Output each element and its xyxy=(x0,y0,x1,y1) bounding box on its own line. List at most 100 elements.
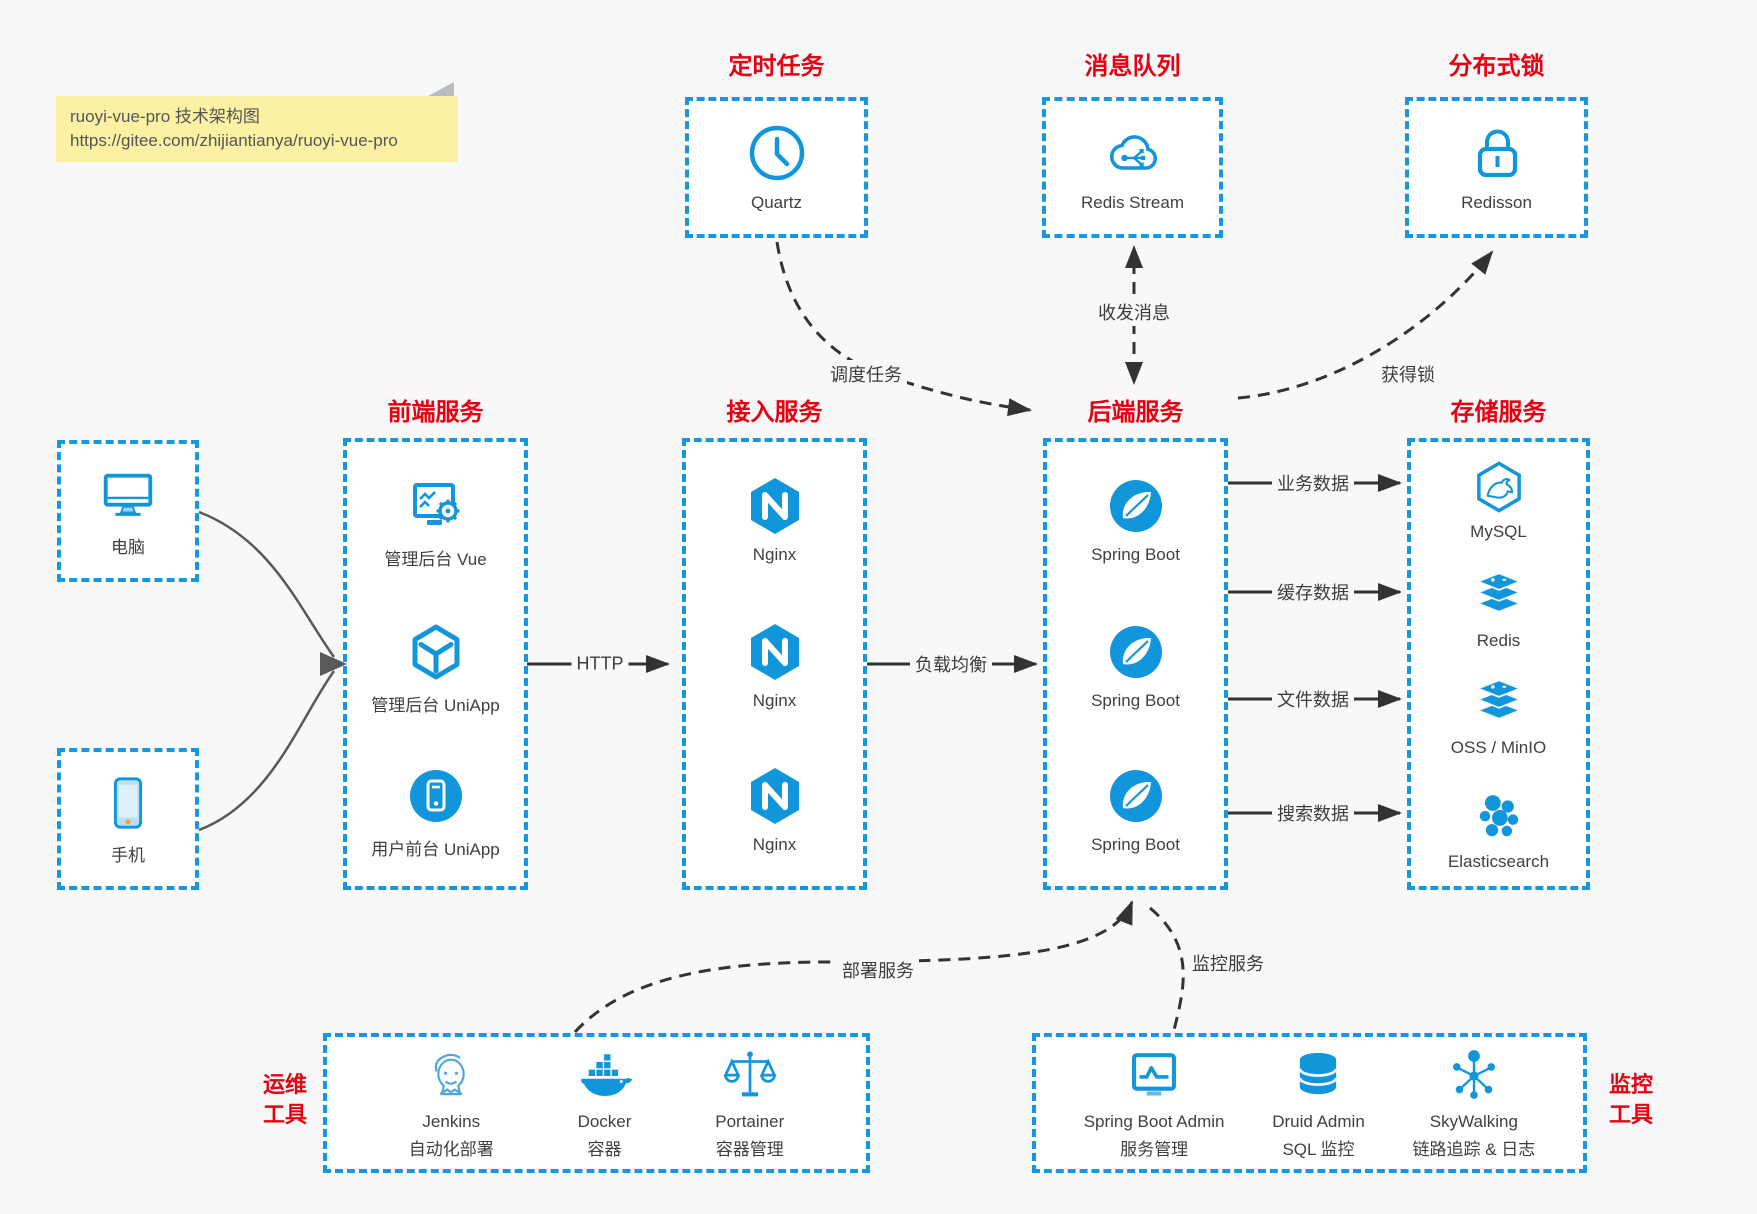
tool-item-label: Portainer xyxy=(715,1111,785,1131)
sticky-note: ruoyi-vue-pro 技术架构图 https://gitee.com/zh… xyxy=(56,82,458,162)
redis-stream-label: Redis Stream xyxy=(1081,193,1184,212)
frontend-item-user-uniapp: 用户前台 UniApp xyxy=(347,764,524,860)
tool-item-skywalking: SkyWalking 链路追踪 & 日志 xyxy=(1412,1047,1535,1160)
access-item-label: Nginx xyxy=(752,545,797,564)
docker-icon xyxy=(576,1047,634,1105)
edge-label-deploy-service: 部署服务 xyxy=(837,956,919,984)
group-title-message-queue: 消息队列 xyxy=(1084,53,1181,80)
elasticsearch-icon xyxy=(1471,789,1527,845)
storage-item-redis: Redis xyxy=(1411,568,1586,651)
phone-icon xyxy=(97,772,159,834)
oss-minio-icon xyxy=(1471,675,1527,731)
tool-item-sublabel: 容器管理 xyxy=(715,1139,784,1159)
tool-item-label: Jenkins xyxy=(422,1111,481,1131)
edge-label-file-data: 文件数据 xyxy=(1272,685,1354,713)
group-title-backend: 后端服务 xyxy=(1087,399,1184,426)
computer-label: 电脑 xyxy=(111,538,145,557)
access-item-nginx-2: Nginx xyxy=(686,620,863,711)
tool-item-sublabel: 容器 xyxy=(587,1139,622,1159)
desktop-icon xyxy=(97,464,159,526)
storage-item-oss-minio: OSS / MinIO xyxy=(1411,675,1586,758)
tool-item-label: SkyWalking xyxy=(1429,1111,1518,1131)
user-app-icon xyxy=(404,764,468,828)
tool-item-druid-admin: Druid Admin SQL 监控 xyxy=(1272,1047,1365,1160)
nginx-icon xyxy=(743,764,807,828)
edge-label-business-data: 业务数据 xyxy=(1272,469,1354,497)
uniapp-cube-icon xyxy=(404,620,468,684)
tool-item-sublabel: 链路追踪 & 日志 xyxy=(1412,1139,1536,1159)
frontend-item-label: 管理后台 Vue xyxy=(384,550,487,569)
note-fold-corner xyxy=(428,82,454,96)
tool-item-spring-boot-admin: Spring Boot Admin 服务管理 xyxy=(1084,1047,1225,1160)
cloud-stream-icon xyxy=(1101,122,1165,186)
storage-item-elasticsearch: Elasticsearch xyxy=(1411,789,1586,872)
note-url: https://gitee.com/zhijiantianya/ruoyi-vu… xyxy=(70,131,398,150)
group-title-access: 接入服务 xyxy=(726,399,823,426)
tool-item-label: Docker xyxy=(577,1111,632,1131)
redisson-label: Redisson xyxy=(1461,193,1532,212)
group-title-monitor-tools: 监控 工具 xyxy=(1598,1070,1664,1130)
edge-label-http: HTTP xyxy=(571,652,629,676)
access-item-nginx-1: Nginx xyxy=(686,474,863,565)
group-title-ops-tools: 运维 工具 xyxy=(252,1070,318,1130)
edge-message-arrowhead-up xyxy=(1125,245,1143,268)
tool-item-sublabel: 服务管理 xyxy=(1120,1139,1189,1159)
admin-vue-icon xyxy=(404,474,468,538)
quartz-label: Quartz xyxy=(750,193,803,212)
tool-item-label: Druid Admin xyxy=(1272,1111,1365,1131)
skywalking-icon xyxy=(1445,1047,1503,1105)
redis-stream-box: Redis Stream xyxy=(1042,97,1223,238)
backend-item-spring-boot-3: Spring Boot xyxy=(1047,764,1224,855)
ops-title-line1: 运维 xyxy=(262,1072,307,1097)
ops-title-line2: 工具 xyxy=(262,1102,307,1127)
spring-boot-icon xyxy=(1104,764,1168,828)
clock-icon xyxy=(745,122,809,186)
group-title-frontend: 前端服务 xyxy=(387,399,484,426)
phone-label: 手机 xyxy=(111,846,145,865)
monitor-tools-box: Spring Boot Admin 服务管理 Druid Admin SQL 监… xyxy=(1032,1033,1587,1173)
edge-monitor-service xyxy=(1149,906,1185,1031)
backend-services-box: Spring Boot Spring Boot Spring Boot xyxy=(1043,438,1228,890)
frontend-item-admin-vue: 管理后台 Vue xyxy=(347,474,524,570)
frontend-services-box: 管理后台 Vue 管理后台 UniApp 用户前台 UniApp xyxy=(343,438,528,890)
client-phone-box: 手机 xyxy=(57,748,199,890)
tool-item-sublabel: 自动化部署 xyxy=(408,1139,494,1159)
tool-item-label: Spring Boot Admin xyxy=(1083,1111,1225,1131)
tool-item-portainer: Portainer 容器管理 xyxy=(715,1047,784,1160)
tool-item-jenkins: Jenkins 自动化部署 xyxy=(409,1047,494,1160)
edge-label-load-balance: 负载均衡 xyxy=(910,650,992,678)
frontend-item-label: 用户前台 UniApp xyxy=(371,840,500,859)
monitor-title-line1: 监控 xyxy=(1608,1072,1653,1097)
backend-item-spring-boot-2: Spring Boot xyxy=(1047,620,1224,711)
edge-label-acquire-lock: 获得锁 xyxy=(1376,360,1440,388)
frontend-item-label: 管理后台 UniApp xyxy=(371,696,500,715)
mysql-icon xyxy=(1471,459,1527,515)
spring-boot-admin-icon xyxy=(1125,1047,1183,1105)
access-services-box: Nginx Nginx Nginx xyxy=(682,438,867,890)
backend-item-spring-boot-1: Spring Boot xyxy=(1047,474,1224,565)
edge-label-schedule-task: 调度任务 xyxy=(825,360,907,388)
tool-item-docker: Docker 容器 xyxy=(576,1047,634,1160)
edge-label-monitor-service: 监控服务 xyxy=(1187,949,1269,977)
edge-computer-to-frontend xyxy=(198,510,336,658)
ops-tools-box: Jenkins 自动化部署 Docker 容器 xyxy=(323,1033,870,1173)
spring-boot-icon xyxy=(1104,474,1168,538)
group-title-storage: 存储服务 xyxy=(1450,399,1547,426)
edge-label-search-data: 搜索数据 xyxy=(1272,799,1354,827)
storage-services-box: MySQL Redis xyxy=(1407,438,1590,890)
edge-acquire-lock xyxy=(1237,250,1494,400)
portainer-icon xyxy=(721,1047,779,1105)
edge-message-arrowhead-down xyxy=(1125,362,1143,385)
nginx-icon xyxy=(743,620,807,684)
redisson-box: Redisson xyxy=(1405,97,1588,238)
storage-item-label: OSS / MinIO xyxy=(1450,738,1547,757)
nginx-icon xyxy=(743,474,807,538)
lock-icon xyxy=(1465,122,1529,186)
edge-label-cache-data: 缓存数据 xyxy=(1272,578,1354,606)
tool-item-sublabel: SQL 监控 xyxy=(1282,1139,1355,1159)
client-computer-box: 电脑 xyxy=(57,440,199,582)
redis-icon xyxy=(1471,568,1527,624)
storage-item-label: Elasticsearch xyxy=(1447,852,1550,871)
quartz-box: Quartz xyxy=(685,97,868,238)
